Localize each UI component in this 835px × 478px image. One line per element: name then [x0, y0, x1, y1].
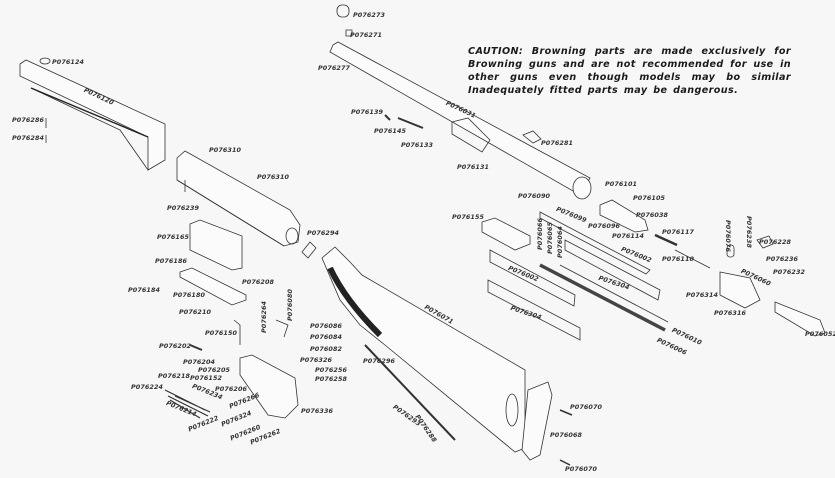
part-label: P076314 [686, 291, 719, 299]
part-label: P076145 [374, 127, 407, 135]
part-label: P076084 [310, 333, 343, 341]
part-label: P076224 [131, 383, 164, 391]
caution-notice: CAUTION: Browning parts are made exclusi… [468, 46, 791, 96]
part-label: P076326 [300, 356, 333, 364]
part-label: P076124 [52, 58, 85, 66]
part-label: P076310 [209, 146, 242, 154]
part-label: P076180 [173, 291, 206, 299]
part-label: P076131 [457, 163, 490, 171]
part-label: P076310 [257, 173, 290, 181]
part-label: P076052 [805, 330, 835, 338]
forend-drawing [19, 57, 166, 171]
receiver-drawing [176, 150, 301, 247]
part-label: P076281 [541, 139, 574, 147]
part-label: P076096 [588, 222, 621, 230]
part-label: P076090 [518, 192, 551, 200]
part-label: P076101 [605, 180, 638, 188]
part-label: P076273 [353, 11, 386, 19]
part-label: P076080 [286, 288, 294, 321]
part-label: P076066 [536, 217, 544, 250]
barrel-drawing [329, 4, 592, 200]
part-label: P076258 [315, 375, 348, 383]
part-label: P076117 [662, 228, 695, 236]
part-label: P076208 [242, 278, 275, 286]
part-label: P076086 [310, 322, 343, 330]
part-label: P076238 [745, 216, 753, 249]
part-label: P076070 [570, 403, 603, 411]
rails-drawing [487, 211, 669, 341]
part-label: P076256 [315, 366, 348, 374]
part-label: P076150 [205, 329, 238, 337]
part-label: P076294 [307, 229, 340, 237]
gas-system-drawing [719, 235, 826, 337]
part-label: P076065 [546, 221, 554, 254]
part-label: P076110 [662, 255, 695, 263]
part-label: P076068 [550, 431, 583, 439]
part-label: P076210 [179, 308, 212, 316]
part-label: P076114 [612, 232, 645, 240]
part-label: P076070 [565, 465, 598, 473]
part-label: P076105 [633, 194, 666, 202]
part-label: P076239 [167, 204, 200, 212]
part-label: P076038 [636, 211, 669, 219]
part-label: P076165 [157, 233, 190, 241]
trigger-group-drawing [164, 319, 299, 419]
part-label: P076202 [159, 342, 192, 350]
part-label: P076271 [350, 31, 383, 39]
stock-drawing [301, 241, 573, 466]
part-label: P076296 [363, 357, 396, 365]
part-label: P076236 [766, 255, 799, 263]
part-label: P076082 [310, 345, 343, 353]
part-label: P076205 [198, 366, 231, 374]
part-label: P076064 [556, 225, 564, 258]
part-label: P076184 [128, 286, 161, 294]
part-label: P076152 [190, 374, 223, 382]
part-label: P076204 [183, 358, 216, 366]
part-label: P076155 [452, 213, 485, 221]
part-label: P076206 [215, 385, 248, 393]
part-label: P076139 [351, 108, 384, 116]
part-label: P076316 [714, 309, 747, 317]
part-label: P076232 [773, 268, 806, 276]
part-label: P076133 [401, 141, 434, 149]
part-label: P076186 [155, 257, 188, 265]
part-label: P076228 [759, 238, 792, 246]
part-label: P076264 [260, 300, 268, 333]
part-label: P076076 [724, 220, 732, 253]
part-label: P076336 [301, 407, 334, 415]
part-label: P076218 [158, 372, 191, 380]
part-label: P076286 [12, 116, 45, 124]
part-label: P076277 [318, 64, 351, 72]
bolt-drawing [481, 199, 711, 269]
magazine-drawing [179, 219, 247, 306]
part-label: P076284 [12, 134, 45, 142]
